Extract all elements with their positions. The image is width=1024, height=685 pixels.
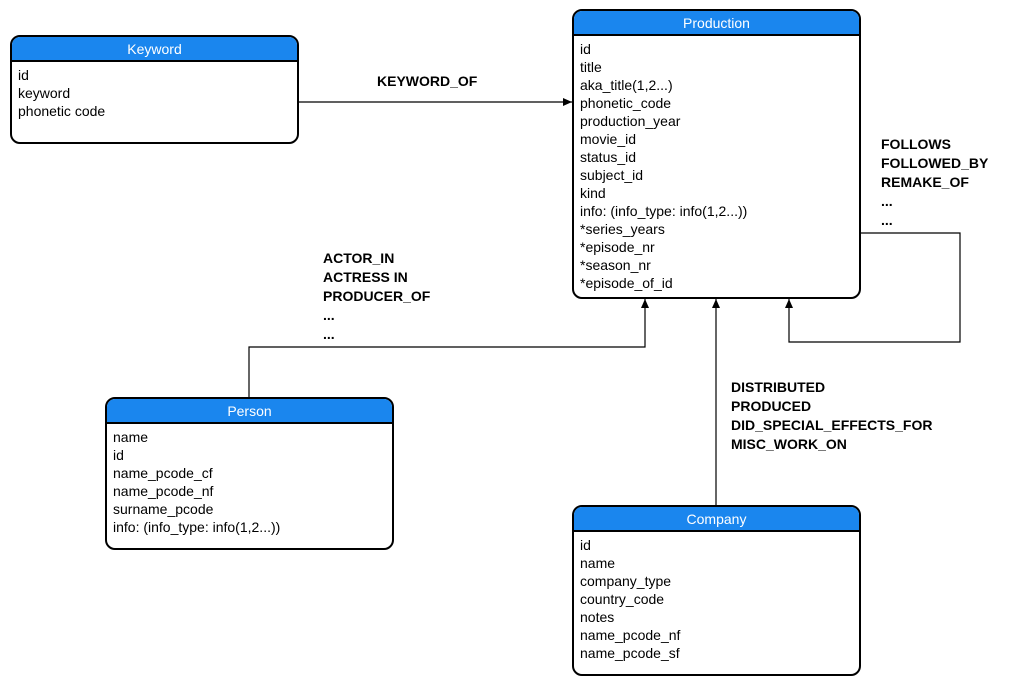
company-entity: Company id name company_type country_cod… — [572, 505, 861, 676]
keyword-entity-title: Keyword — [12, 37, 297, 62]
production-field: phonetic_code — [580, 95, 672, 111]
person-field: name_pcode_cf — [113, 465, 213, 481]
production-field: production_year — [580, 113, 681, 129]
production-field: *series_years — [580, 221, 665, 237]
person-production-label: ACTOR_IN ACTRESS IN PRODUCER_OF ... ... — [323, 249, 430, 344]
production-entity: Production id title aka_title(1,2...) ph… — [572, 9, 861, 299]
company-field: id — [580, 537, 591, 553]
person-field: name — [113, 429, 149, 445]
relation-item: ... — [323, 326, 335, 342]
relation-item: DISTRIBUTED — [731, 379, 826, 395]
company-field: notes — [580, 609, 615, 625]
relation-item: DID_SPECIAL_EFFECTS_FOR — [731, 417, 933, 433]
keyword-field: keyword — [18, 85, 71, 101]
relation-item: ... — [881, 212, 893, 228]
company-production-label: DISTRIBUTED PRODUCED DID_SPECIAL_EFFECTS… — [731, 378, 932, 454]
person-field: surname_pcode — [113, 501, 214, 517]
relation-item: PRODUCED — [731, 398, 812, 414]
keyword-field: id — [18, 67, 29, 83]
relation-item: FOLLOWED_BY — [881, 155, 989, 171]
production-field: *season_nr — [580, 257, 651, 273]
keyword-field: phonetic code — [18, 103, 106, 119]
relation-item: ACTRESS IN — [323, 269, 408, 285]
relation-item: ... — [881, 193, 893, 209]
production-field: aka_title(1,2...) — [580, 77, 673, 93]
production-entity-title: Production — [574, 11, 859, 36]
person-entity-title: Person — [107, 399, 392, 424]
person-field: info: (info_type: info(1,2...)) — [113, 519, 281, 535]
production-field: subject_id — [580, 167, 644, 183]
relation-item: REMAKE_OF — [881, 174, 969, 190]
relation-item: MISC_WORK_ON — [731, 436, 847, 452]
company-entity-title: Company — [574, 507, 859, 532]
company-field: name_pcode_nf — [580, 627, 681, 643]
company-field: company_type — [580, 573, 672, 589]
production-field: title — [580, 59, 602, 75]
person-field: name_pcode_nf — [113, 483, 214, 499]
company-field: name — [580, 555, 616, 571]
keyword-of-label: KEYWORD_OF — [377, 72, 477, 91]
production-field: *episode_nr — [580, 239, 655, 255]
keyword-entity: Keyword id keyword phonetic code — [10, 35, 299, 144]
production-field: kind — [580, 185, 606, 201]
production-field: info: (info_type: info(1,2...)) — [580, 203, 748, 219]
production-self-label: FOLLOWS FOLLOWED_BY REMAKE_OF ... ... — [881, 135, 988, 230]
production-field: id — [580, 41, 591, 57]
relation-item: ACTOR_IN — [323, 250, 395, 266]
production-self-connector — [785, 232, 961, 343]
person-field: id — [113, 447, 124, 463]
relation-item: ... — [323, 307, 335, 323]
relation-item: KEYWORD_OF — [377, 73, 478, 89]
relation-item: PRODUCER_OF — [323, 288, 431, 304]
production-field: status_id — [580, 149, 637, 165]
person-entity: Person name id name_pcode_cf name_pcode_… — [105, 397, 394, 550]
production-field: *episode_of_id — [580, 275, 673, 291]
company-field: name_pcode_sf — [580, 645, 680, 661]
production-field: movie_id — [580, 131, 637, 147]
relation-item: FOLLOWS — [881, 136, 951, 152]
company-field: country_code — [580, 591, 665, 607]
person-production-connector — [248, 299, 649, 397]
